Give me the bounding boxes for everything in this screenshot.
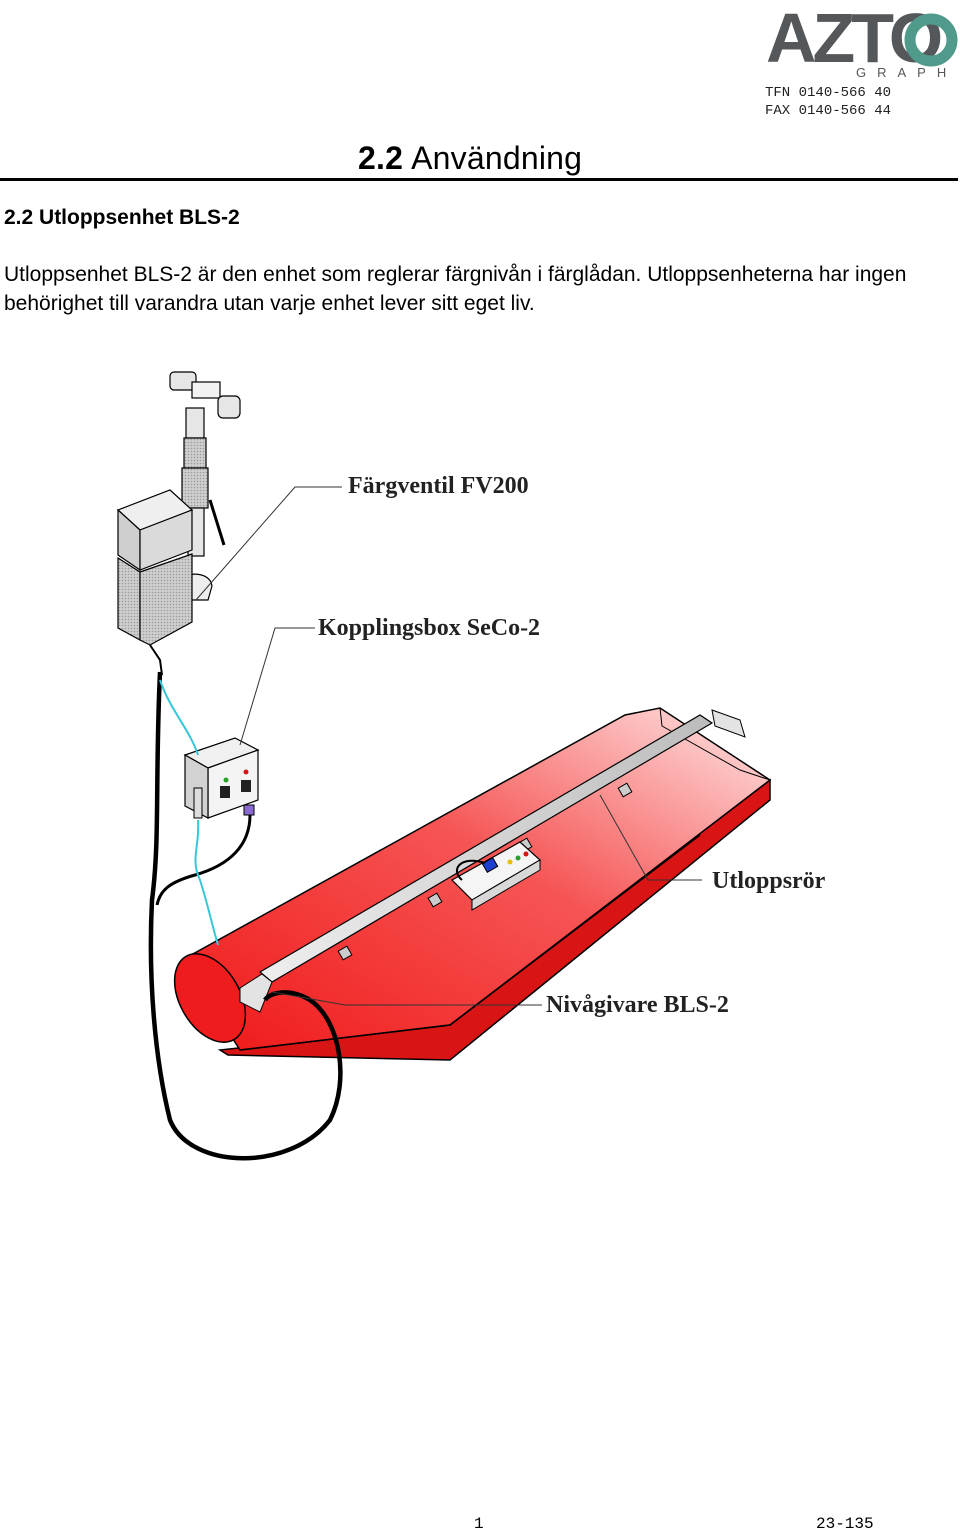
fax-label: FAX	[765, 103, 791, 119]
phone-line: TFN 0140-566 40	[765, 84, 891, 102]
subsection-heading: 2.2 Utloppsenhet BLS-2	[4, 206, 240, 229]
label-level-sensor: Nivågivare BLS-2	[546, 992, 729, 1018]
leader-line-box	[239, 627, 315, 746]
intro-paragraph: Utloppsenhet BLS-2 är den enhet som regl…	[4, 263, 907, 315]
black-cable	[148, 671, 343, 1161]
cyan-sensor-cable	[159, 679, 219, 946]
bls2-assembly-illustration: Färgventil FV200 Kopplingsbox SeCo-2 Utl…	[116, 371, 826, 1161]
section-title-text: Användning	[411, 140, 583, 176]
level-sensor-unit	[451, 841, 542, 911]
logo-ring-accent	[904, 13, 958, 67]
section-number: 2.2	[358, 140, 404, 176]
logo-subtext: GRAPH	[856, 65, 957, 80]
phone-label: TFN	[765, 85, 791, 101]
label-coupling-box: Kopplingsbox SeCo-2	[318, 615, 540, 641]
coupling-box-seco2	[183, 737, 260, 819]
valve-actuator-housing	[116, 489, 194, 676]
fax-line: FAX 0140-566 44	[765, 102, 891, 120]
document-number: 23-135	[816, 1515, 874, 1533]
leader-line-pipe	[599, 794, 702, 881]
black-cable-box	[155, 814, 252, 906]
leader-line-sensor	[271, 991, 542, 1006]
phone-number: 0140-566 40	[798, 85, 892, 101]
azto-graph-logo: AZTO GRAPH	[766, 4, 958, 80]
label-outlet-pipe: Utloppsrör	[712, 868, 826, 894]
fax-number: 0140-566 44	[798, 103, 892, 119]
heading-rule	[0, 178, 958, 181]
page-number: 1	[474, 1515, 484, 1533]
contact-info: TFN 0140-566 40 FAX 0140-566 44	[765, 84, 891, 120]
label-valve: Färgventil FV200	[348, 473, 529, 499]
leader-line-valve	[195, 486, 342, 601]
